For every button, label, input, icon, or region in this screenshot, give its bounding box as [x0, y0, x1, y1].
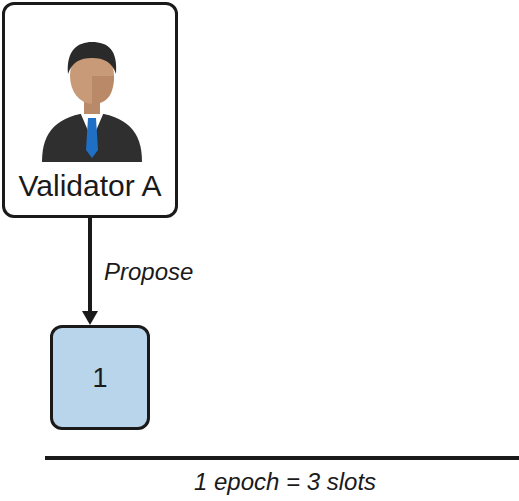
validator-box: Validator A	[2, 2, 178, 218]
propose-arrow	[82, 218, 98, 325]
block-box: 1	[50, 325, 150, 430]
timeline-line	[45, 456, 519, 460]
validator-name: Validator A	[5, 169, 175, 203]
person-icon	[42, 42, 142, 162]
epoch-note: 1 epoch = 3 slots	[194, 468, 376, 496]
edge-label: Propose	[104, 258, 193, 286]
block-number: 1	[53, 363, 147, 394]
